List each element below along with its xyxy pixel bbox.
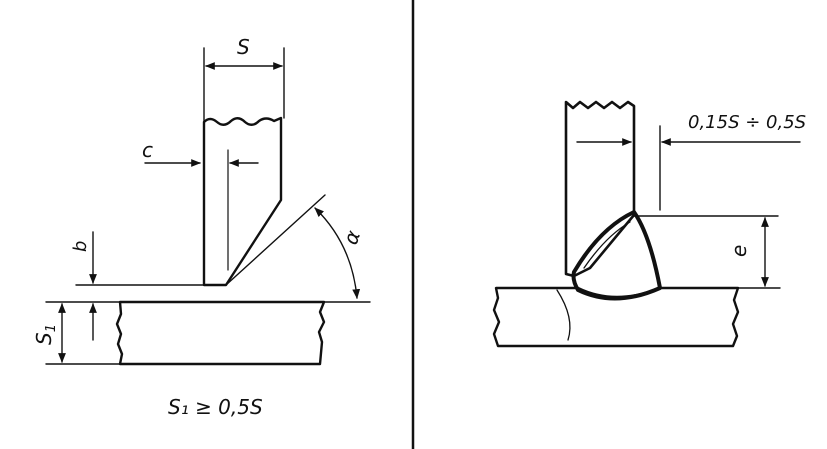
gap-label: b (70, 241, 91, 252)
edge-offset-label: c (142, 138, 153, 162)
weld-vertical-plate (564, 100, 636, 278)
condition-formula: S₁ ≥ 0,5S (168, 395, 263, 419)
bevel-angle-arc (314, 207, 361, 299)
thickness-label: S (237, 35, 250, 59)
base-plate (115, 300, 326, 366)
vertical-plate (202, 116, 283, 287)
base-thickness-label: S1 (32, 324, 59, 345)
leg-label: e (727, 245, 751, 257)
right-panel: 0,15S ÷ 0,5S e (492, 100, 806, 348)
weld-bead (571, 210, 662, 301)
left-panel: S c b S1 α S₁ ≥ 0,5S (32, 35, 371, 419)
penetration-label: 0,15S ÷ 0,5S (688, 112, 806, 133)
weld-base-plate (492, 286, 740, 348)
